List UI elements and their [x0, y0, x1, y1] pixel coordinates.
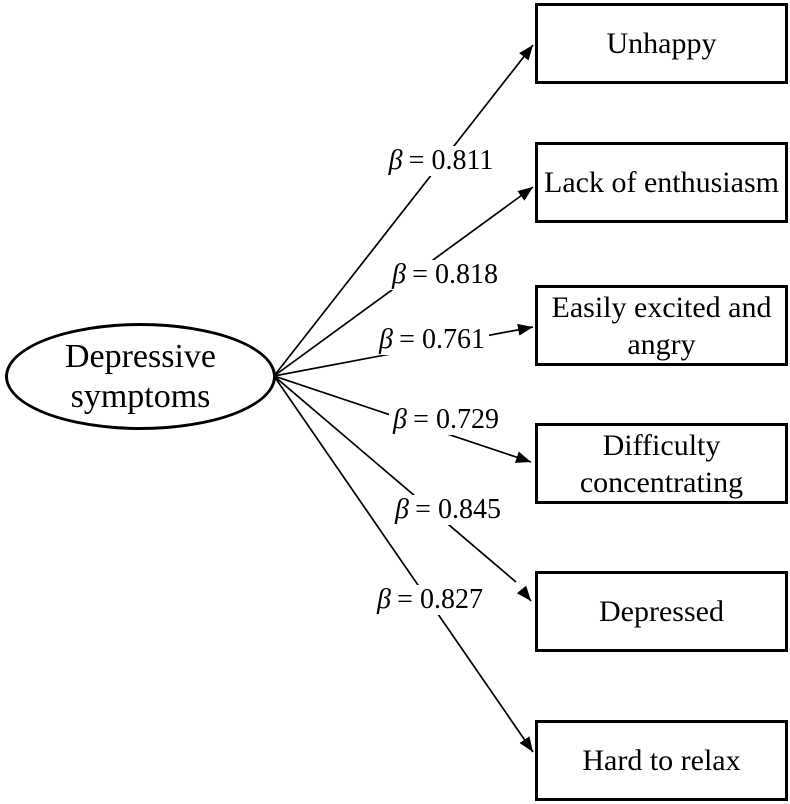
beta-value: = 0.729: [413, 404, 499, 435]
indicator-label: Difficulty concentrating: [579, 428, 744, 499]
arrow-to-depressed-tip: [516, 585, 532, 602]
beta-symbol: β: [388, 145, 403, 176]
indicator-box-hard-to-relax: Hard to relax: [535, 720, 788, 801]
beta-value: = 0.845: [415, 494, 501, 525]
beta-value: = 0.827: [397, 584, 483, 615]
latent-variable-label: Depressive symptoms: [64, 337, 217, 415]
beta-label-difficulty-concentrating: β= 0.729: [389, 405, 503, 435]
beta-symbol: β: [392, 259, 406, 290]
indicator-box-difficulty-concentrating: Difficulty concentrating: [535, 423, 788, 504]
beta-value: = 0.811: [408, 145, 494, 176]
arrow-to-hard-to-relax: [273, 375, 534, 753]
beta-label-unhappy: β= 0.811: [384, 145, 498, 176]
indicator-label: Lack of enthusiasm: [544, 166, 779, 199]
beta-value: = 0.761: [399, 324, 485, 355]
beta-label-lack-of-enthusiasm: β= 0.818: [388, 260, 502, 290]
arrow-to-unhappy: [273, 44, 534, 377]
beta-symbol: β: [395, 494, 409, 525]
beta-symbol: β: [393, 404, 407, 435]
indicator-box-lack-of-enthusiasm: Lack of enthusiasm: [535, 142, 788, 223]
indicator-label: Hard to relax: [582, 744, 741, 777]
beta-symbol: β: [379, 324, 393, 355]
arrow-to-depressed-shaft: [273, 375, 517, 583]
indicator-label: Easily excited and angry: [551, 290, 772, 361]
beta-label-depressed: β= 0.845: [391, 495, 505, 525]
beta-symbol: β: [377, 584, 391, 615]
beta-value: = 0.818: [412, 259, 498, 290]
beta-label-easily-excited: β= 0.761: [375, 325, 489, 355]
latent-variable-ellipse: Depressive symptoms: [5, 323, 276, 430]
indicator-label: Unhappy: [606, 27, 717, 60]
indicator-box-easily-excited: Easily excited and angry: [535, 285, 788, 366]
indicator-box-depressed: Depressed: [535, 571, 788, 652]
beta-label-hard-to-relax: β= 0.827: [373, 585, 487, 615]
indicator-box-unhappy: Unhappy: [535, 3, 788, 84]
indicator-label: Depressed: [599, 595, 724, 628]
